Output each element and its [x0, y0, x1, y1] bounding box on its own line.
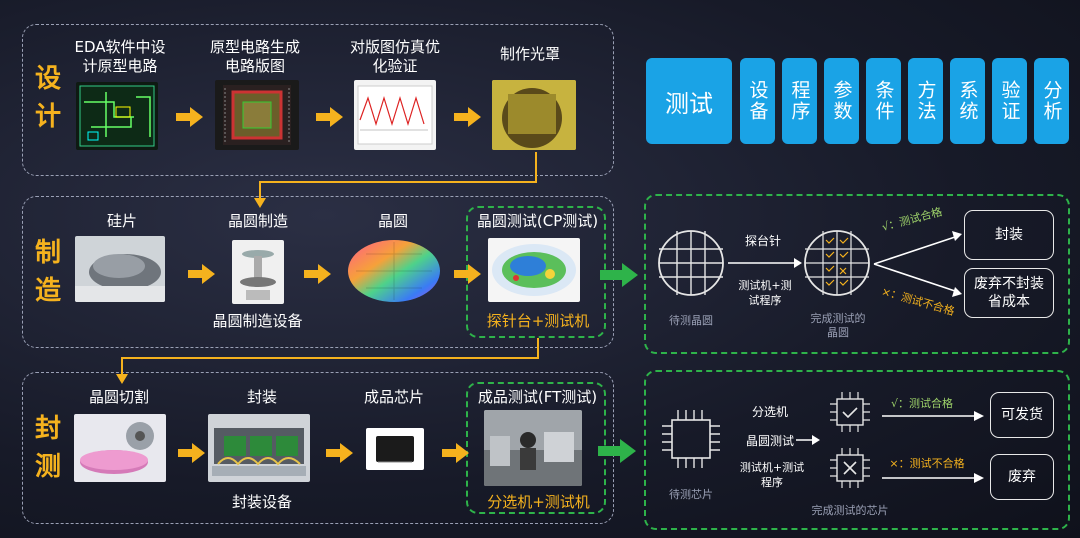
mfg-step1-label: 硅片: [106, 212, 137, 230]
test-item-box: 条件: [866, 58, 901, 144]
pkg-step2-sub: 封装设备: [231, 493, 292, 511]
ft-wafer-test-label: 晶圆测试: [745, 434, 794, 448]
arrow-line-icon: [728, 258, 802, 268]
photomask-image: [492, 80, 576, 150]
cp-done-label: 完成测试的晶圆: [810, 312, 866, 339]
ft-done-label: 完成测试的芯片: [811, 504, 889, 517]
pkg-step4-sub: 分选机+测试机: [487, 493, 590, 511]
test-item-box: 系统: [950, 58, 985, 144]
arrow-right-icon: [442, 443, 469, 463]
wafer-fab-equipment-image: [232, 240, 284, 304]
cp-tester-label: 测试机+测试程序: [738, 279, 792, 307]
cp-pass-box: 封装: [964, 210, 1054, 260]
ft-pass-label: √：测试合格: [890, 397, 953, 410]
arrow-right-icon: [178, 443, 205, 463]
mfg-step4-label: 晶圆测试(CP测试): [476, 212, 599, 230]
ft-test-photo: [484, 410, 582, 486]
ft-pass-box: 可发货: [990, 392, 1054, 438]
mfg-step4-sub: 探针台+测试机: [486, 312, 590, 330]
test-item-box: 参数: [824, 58, 859, 144]
cp-flow-panel: [644, 194, 1070, 354]
chip-fail-icon: [830, 448, 870, 488]
pkg-step3-label: 成品芯片: [363, 388, 424, 406]
silicon-image: [75, 236, 165, 302]
arrow-right-icon: [326, 443, 353, 463]
ft-fail-box: 废弃: [990, 454, 1054, 500]
wafer-grid-icon: [658, 230, 724, 296]
test-item-box: 验证: [992, 58, 1027, 144]
packaging-equipment-image: [208, 414, 310, 482]
design-step4-label: 制作光罩: [499, 45, 560, 63]
design-step3-label: 对版图仿真优化验证: [349, 38, 440, 75]
design-step2-label: 原型电路生成电路版图: [209, 38, 300, 75]
arrow-line-icon: [796, 435, 820, 445]
arrow-line-icon: [882, 473, 984, 483]
arrow-line-icon: [882, 411, 984, 421]
cp-fail-box: 废弃不封装省成本: [964, 268, 1054, 318]
arrow-right-icon: [454, 107, 481, 127]
green-arrow-icon: [598, 439, 636, 463]
section-design: 设计: [34, 64, 61, 132]
finished-chip-image: [366, 428, 424, 470]
tested-wafer-icon: [804, 230, 870, 296]
green-arrow-icon: [600, 263, 638, 287]
test-main-box: 测试: [646, 58, 732, 144]
chip-icon: [662, 410, 720, 468]
test-item-box: 程序: [782, 58, 817, 144]
mfg-step2-label: 晶圆制造: [227, 212, 288, 230]
cp-wafer-label: 待测晶圆: [669, 314, 713, 327]
connector-arrow: [254, 152, 537, 208]
ft-chip-label: 待测芯片: [669, 488, 713, 501]
section-manufacture: 制造: [34, 238, 61, 306]
arrow-right-icon: [188, 264, 215, 284]
test-item-box: 分析: [1034, 58, 1069, 144]
arrow-right-icon: [316, 107, 343, 127]
ft-tester-label: 测试机+测试程序: [739, 461, 805, 489]
pkg-step4-label: 成品测试(FT测试): [477, 388, 598, 406]
arrow-right-icon: [304, 264, 331, 284]
section-package-test: 封测: [34, 414, 61, 482]
mfg-step2-sub: 晶圆制造设备: [212, 312, 303, 330]
design-panel: [22, 24, 614, 176]
test-item-box: 设备: [740, 58, 775, 144]
layout-image: [215, 80, 299, 150]
test-item-box: 方法: [908, 58, 943, 144]
ft-flow-panel: [644, 370, 1070, 530]
design-step1-label: EDA软件中设计原型电路: [74, 38, 166, 75]
chip-pass-icon: [830, 392, 870, 432]
ft-handler-label: 分选机: [751, 405, 788, 419]
wafer-image: [346, 238, 442, 304]
split-arrows-icon: [873, 231, 962, 297]
arrow-right-icon: [176, 107, 203, 127]
simulation-image: [354, 80, 436, 150]
ft-fail-label: ×：测试不合格: [889, 457, 965, 470]
cp-test-map-image: [488, 238, 580, 302]
wafer-dicing-image: [74, 414, 166, 482]
mfg-step3-label: 晶圆: [377, 212, 408, 230]
arrow-right-icon: [454, 264, 481, 284]
eda-circuit-image: [76, 82, 158, 150]
pkg-step1-label: 晶圆切割: [88, 388, 149, 406]
pkg-step2-label: 封装: [246, 388, 277, 406]
cp-probe-label: 探台针: [744, 234, 781, 248]
connector-arrow: [116, 338, 539, 384]
